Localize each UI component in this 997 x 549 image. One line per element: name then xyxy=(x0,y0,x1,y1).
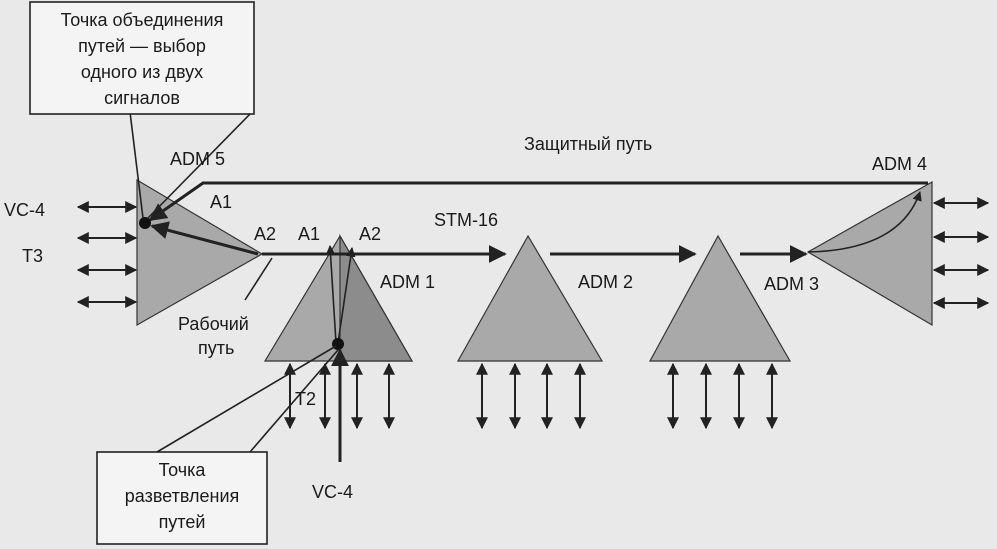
work-path-leader xyxy=(244,257,273,301)
adm2-tributaries xyxy=(476,362,586,430)
vc4-bottom-label: VC-4 xyxy=(312,482,353,502)
adm5-triangle xyxy=(136,178,264,327)
split-callout-line-1: Точка xyxy=(159,460,207,480)
adm4-label: ADM 4 xyxy=(872,154,927,174)
protection-path-label: Защитный путь xyxy=(524,134,652,154)
a2-left-label: A2 xyxy=(254,224,276,244)
adm4-tributaries xyxy=(932,197,990,309)
merge-callout-line-2: путей — выбор xyxy=(78,36,206,56)
adm5-tributaries xyxy=(76,201,138,308)
split-point-callout-box xyxy=(96,451,268,545)
adm4-inner-curve xyxy=(807,191,922,253)
a1-left-label: A1 xyxy=(210,192,232,212)
merge-callout-line-1: Точка объединения xyxy=(61,10,224,30)
adm2-triangle xyxy=(456,234,604,362)
work-path-label-1: Рабочий xyxy=(178,314,249,334)
split-callout-line-2: разветвления xyxy=(125,486,240,506)
merge-callout-leader-2 xyxy=(147,111,253,219)
split-callout-line-3: путей xyxy=(159,512,206,532)
adm3-label: ADM 3 xyxy=(764,274,819,294)
split-callout-leader-2 xyxy=(249,349,339,453)
adm2-label: ADM 2 xyxy=(578,272,633,292)
adm4-triangle xyxy=(806,180,933,327)
t3-label: T3 xyxy=(22,246,43,266)
split-callout-leader-1 xyxy=(156,345,337,453)
stm16-label: STM-16 xyxy=(434,210,498,230)
merge-callout-line-3: одного из двух xyxy=(81,62,203,82)
adm3-triangle xyxy=(648,234,792,362)
merge-point-callout-box xyxy=(29,1,255,115)
merge-point-dot xyxy=(139,217,151,229)
vc4-left-label: VC-4 xyxy=(4,200,45,220)
protection-path-line xyxy=(148,181,928,222)
t2-label: T2 xyxy=(295,389,316,409)
merge-callout-leader-1 xyxy=(129,111,144,219)
adm1-triangle-shade xyxy=(339,233,414,362)
adm5-a2-arrow xyxy=(150,221,259,256)
adm1-label: ADM 1 xyxy=(380,272,435,292)
a2-adm1-label: A2 xyxy=(359,224,381,244)
work-path-label-2: путь xyxy=(198,338,234,358)
adm1-a2-arrow xyxy=(337,247,356,344)
adm5-label: ADM 5 xyxy=(170,149,225,169)
merge-callout-line-4: сигналов xyxy=(104,88,180,108)
a1-adm1-label: A1 xyxy=(298,224,320,244)
adm1-tributaries xyxy=(284,362,395,430)
adm3-tributaries xyxy=(667,362,778,430)
adm1-a1-arrow xyxy=(325,245,337,344)
